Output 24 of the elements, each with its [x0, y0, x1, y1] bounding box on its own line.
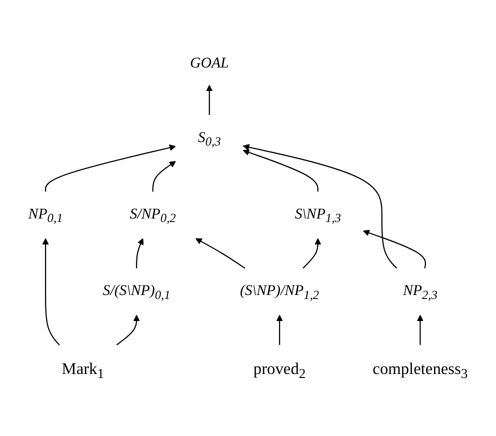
arrow: [276, 314, 283, 345]
node-text: proved$_{2}$: [253, 359, 306, 381]
arrow: [302, 238, 322, 269]
arrow: [116, 314, 140, 346]
node-text: S$_{0,3}$: [198, 129, 221, 148]
arrow: [362, 230, 426, 268]
node-text: (S\NP)/NP$_{1,2}$: [240, 282, 320, 302]
node-text: completeness$_{3}$: [372, 359, 468, 381]
arrow: [206, 84, 213, 115]
node-text: S\NP$_{1,3}$: [294, 206, 341, 226]
node-text: S/NP$_{0,2}$: [130, 206, 176, 226]
node-text: Mark$_{1}$: [62, 359, 104, 381]
arrow: [42, 238, 60, 346]
arrow: [416, 314, 424, 345]
arrow: [44, 144, 176, 192]
arrow: [195, 238, 246, 269]
node-text: NP$_{0,1}$: [28, 206, 63, 226]
arrow: [242, 149, 318, 192]
node-text: NP$_{2,3}$: [402, 282, 438, 302]
arrow: [136, 238, 144, 268]
node-text: GOAL: [190, 54, 229, 72]
arrow: [152, 161, 176, 192]
node-text: S/(S\NP)$_{0,1}$: [102, 282, 170, 302]
arrow: [242, 144, 398, 269]
